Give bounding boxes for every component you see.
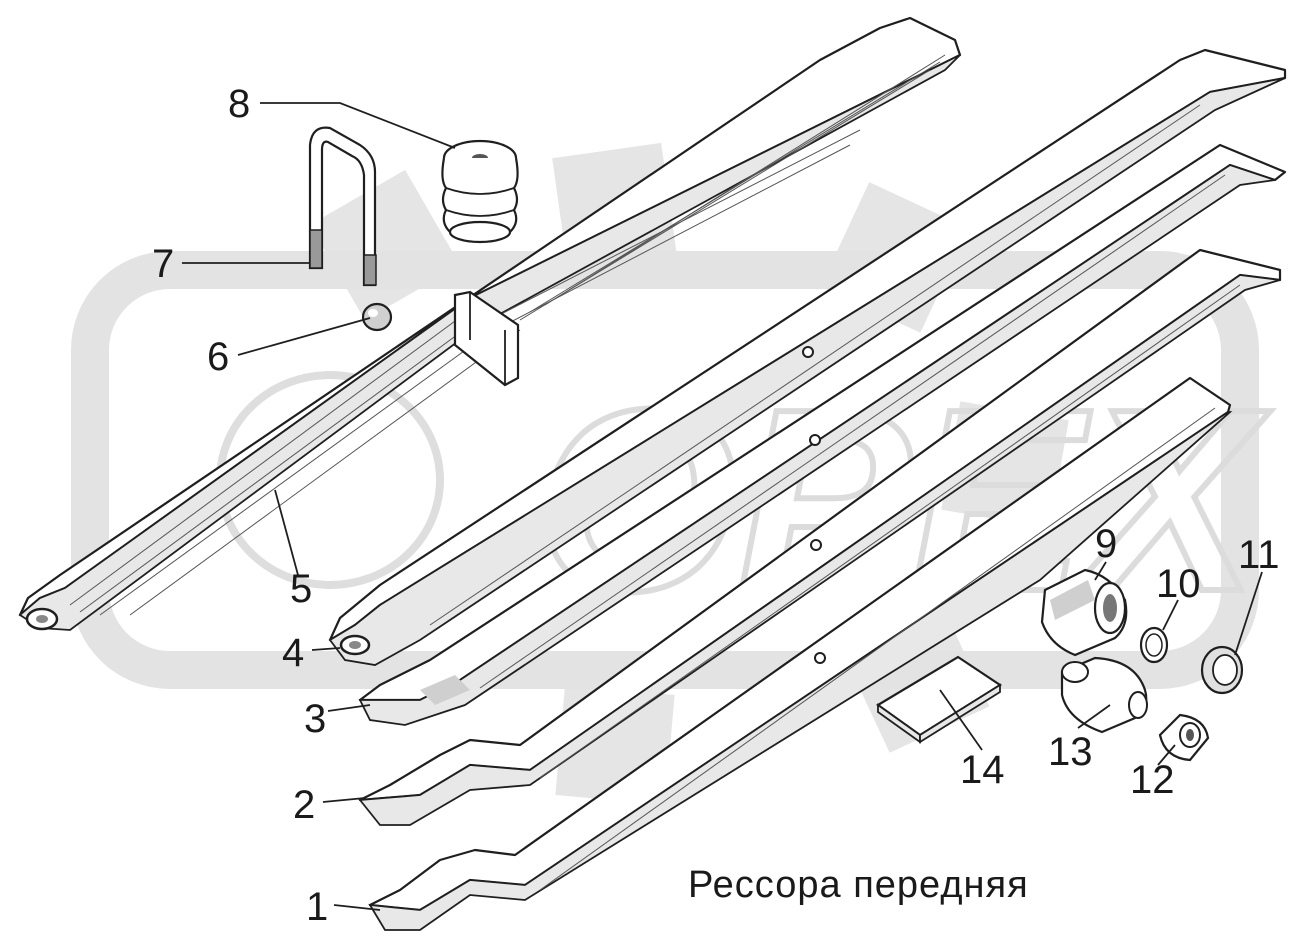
callout-10: 10 [1156,562,1201,606]
callout-13: 13 [1048,730,1093,774]
part-14-plate [875,655,1003,744]
callout-numbers: 8 7 6 5 4 3 2 1 9 10 11 12 13 14 [152,82,1280,929]
part-13-pin [1060,656,1148,734]
callout-3: 3 [304,697,326,741]
center-bolt-hole-3 [809,434,821,446]
callout-9: 9 [1095,522,1117,566]
part-2-leaf [358,248,1282,826]
leader-11 [1234,571,1263,656]
part-6-nut [361,302,393,332]
part-5-spring-assembly [18,16,962,631]
part-3-leaf [358,143,1287,726]
leader-lines [182,102,1263,911]
part-9-bushing [1040,568,1128,657]
part-7-u-bolt [308,126,377,287]
leader-3 [327,704,371,712]
part-10-washer [1139,626,1169,664]
leader-14 [939,689,983,751]
leader-1 [333,904,381,911]
spring-pack-hatching [69,54,946,616]
callout-11: 11 [1238,533,1280,577]
callout-4: 4 [282,631,304,675]
spring-eye-hole [36,615,48,623]
part-4-leaf [328,48,1287,666]
callout-2: 2 [293,783,315,827]
leader-8 [260,102,456,149]
callout-12: 12 [1130,758,1175,802]
part-1-leaf [368,376,1233,931]
callout-1: 1 [306,885,328,929]
leader-4 [311,647,341,651]
leader-6 [237,317,371,356]
leader-12 [1157,744,1176,766]
part-8-bump-stop [441,139,519,244]
center-bolt-hole-1 [814,652,826,664]
leader-10 [1162,599,1179,631]
callout-14: 14 [960,748,1005,792]
center-bolt-hole-4 [802,346,814,358]
callout-8: 8 [228,82,250,126]
diagram-caption: Рессора передняя [688,864,1029,906]
leader-2 [322,797,366,803]
leader-5 [274,489,299,576]
callout-5: 5 [290,567,312,611]
callout-7: 7 [152,242,174,286]
callout-6: 6 [207,335,229,379]
center-bolt-hole-2 [810,539,822,551]
part-11-ring [1200,645,1244,695]
leader-9 [1094,561,1107,581]
leader-13 [1077,704,1111,729]
